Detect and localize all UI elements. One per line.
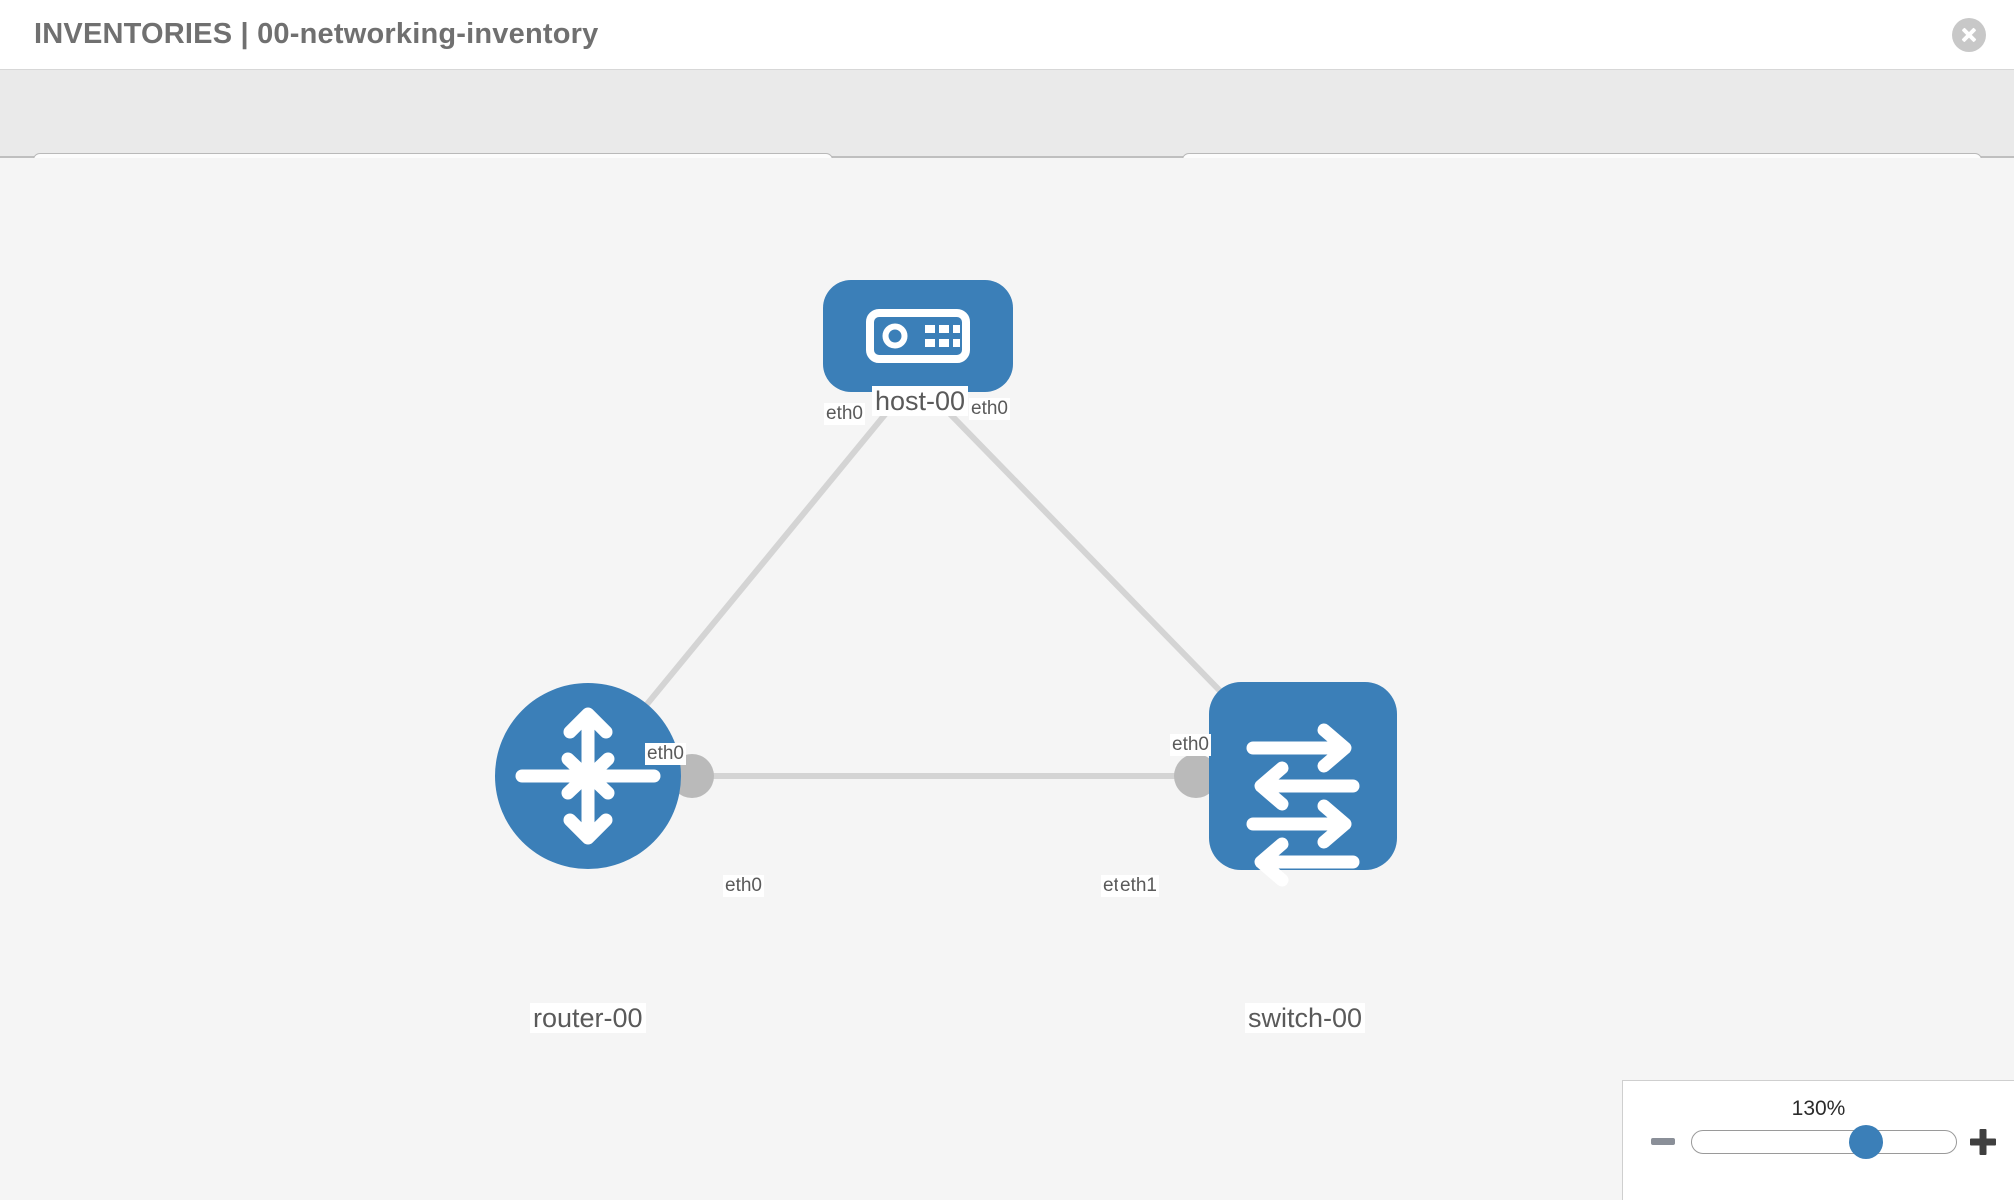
topology-canvas[interactable]: eth0 host-00 eth0 eth0 eth0 eth0 etl eth…	[0, 158, 2014, 1200]
toolbar: ACTIONS SEARCH	[0, 70, 2014, 209]
iface-label-host-left: eth0	[824, 403, 865, 425]
node-label-host-00: host-00	[872, 386, 969, 417]
node-label-switch-00: switch-00	[1245, 1003, 1366, 1034]
minus-icon[interactable]	[1651, 1138, 1675, 1145]
page-header: INVENTORIES | 00-networking-inventory	[0, 0, 2014, 70]
plus-icon[interactable]	[1970, 1129, 1996, 1155]
page-title: INVENTORIES | 00-networking-inventory	[34, 18, 599, 50]
zoom-control-panel: 130%	[1622, 1080, 2014, 1200]
zoom-level-value: 130%	[1791, 1097, 1846, 1120]
node-label-router-00: router-00	[530, 1003, 646, 1034]
close-icon[interactable]	[1952, 18, 1986, 52]
swap-arrows-icon	[1246, 723, 1360, 887]
iface-label-router-right: eth0	[723, 875, 764, 897]
node-router-00[interactable]	[495, 683, 681, 869]
node-switch-00-shape[interactable]	[1209, 682, 1397, 870]
zoom-slider-thumb[interactable]	[1849, 1125, 1884, 1159]
iface-label-host-right: eth0	[969, 398, 1010, 420]
topology-links	[585, 375, 1306, 779]
four-arrows-icon	[515, 707, 661, 845]
iface-label-switch-up: eth0	[1170, 734, 1211, 756]
node-host-00[interactable]	[823, 280, 1013, 392]
server-appliance-icon	[866, 309, 970, 363]
iface-label-router-up: eth0	[645, 743, 686, 765]
zoom-slider[interactable]	[1691, 1125, 1957, 1159]
node-host-00-shape[interactable]	[823, 280, 1013, 392]
node-switch-00[interactable]	[1209, 682, 1397, 887]
connector-router-right[interactable]	[670, 754, 714, 798]
topology-graph	[495, 280, 1397, 887]
iface-label-switch-left: eth1	[1118, 875, 1159, 897]
connector-switch-left[interactable]	[1174, 754, 1218, 798]
